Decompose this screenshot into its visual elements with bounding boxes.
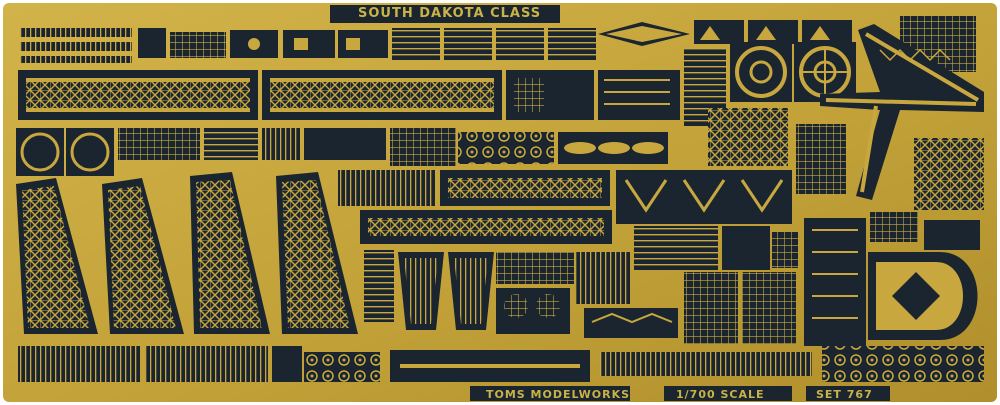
small-parts-top-row <box>138 28 388 58</box>
small-gear-parts <box>496 252 678 338</box>
ladder-strips-top-center <box>392 28 596 60</box>
maker-name: TOMS MODELWORKS <box>486 388 631 401</box>
scale-label: 1/700 SCALE <box>676 388 765 401</box>
boat-cradle-block <box>708 108 846 194</box>
diamond-part <box>598 22 690 46</box>
round-hatches-left <box>16 128 114 176</box>
grating-panel-right <box>914 138 984 210</box>
set-plate <box>806 386 890 401</box>
searchlight-disc-left <box>730 42 792 102</box>
searchlight-disc-right <box>794 42 856 102</box>
scale-plate <box>664 386 792 401</box>
boat-chocks-right <box>804 212 980 346</box>
lattice-mast-4 <box>276 172 358 334</box>
set-number: SET 767 <box>816 388 873 401</box>
catapult-truss-left <box>18 70 258 120</box>
lattice-mast-2 <box>102 178 184 334</box>
boat-deck-plate <box>868 252 978 340</box>
aircraft-crane <box>820 24 984 200</box>
boat-davit-rows <box>338 170 612 244</box>
title-plate <box>330 5 560 23</box>
railing-strips-top-left <box>20 28 132 63</box>
catapult-truss-right <box>262 70 502 120</box>
small-parts-row2 <box>118 128 668 166</box>
bottom-railings <box>18 346 984 382</box>
lattice-mast-3 <box>190 172 270 334</box>
small-brackets-top-right <box>694 20 852 44</box>
ventilator-parts <box>364 250 494 330</box>
davit-frames <box>616 170 792 224</box>
lattice-mast-1 <box>16 178 98 334</box>
assemblies-center <box>506 48 726 126</box>
fret-title: SOUTH DAKOTA CLASS <box>358 6 542 21</box>
maker-plate <box>470 386 630 401</box>
grating-blocks-lower <box>634 226 798 344</box>
